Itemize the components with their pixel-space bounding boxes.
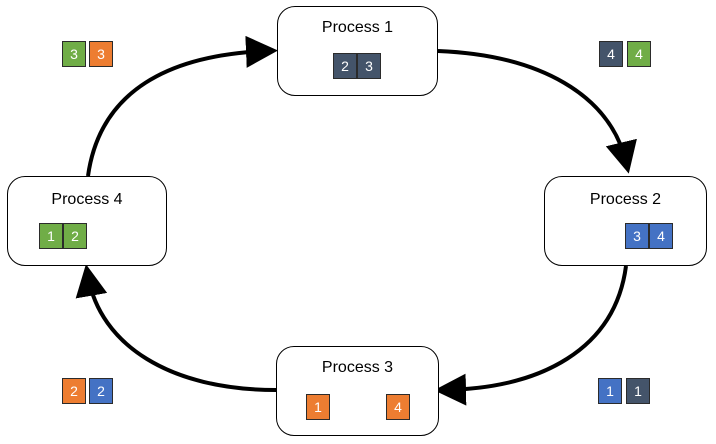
- arrow-process3-to-process4: [75, 264, 277, 392]
- message-top-left-cell-1: 3: [62, 41, 86, 67]
- message-bottom-left-cell-2: 2: [89, 378, 113, 404]
- process-3-cell-2: 4: [386, 394, 410, 420]
- process-4-box: Process 4 1 2: [7, 176, 167, 266]
- process-4-cell-2: 2: [63, 223, 87, 249]
- process-1-cell-2: 3: [357, 53, 381, 79]
- message-top-right-cell-2: 4: [627, 41, 651, 67]
- process-1-cell-1: 2: [333, 53, 357, 79]
- process-3-box: Process 3 1 4: [276, 346, 439, 436]
- process-3-cell-1: 1: [306, 394, 330, 420]
- process-1-label: Process 1: [321, 19, 394, 36]
- process-1-box: Process 1 2 3: [277, 6, 438, 96]
- process-4-cell-1: 1: [39, 223, 63, 249]
- message-top-right-cell-1: 4: [599, 41, 623, 67]
- process-2-box: Process 2 3 4: [544, 176, 707, 266]
- process-4-label: Process 4: [51, 191, 123, 208]
- message-bottom-left-cell-1: 2: [62, 378, 86, 404]
- process-2-label: Process 2: [589, 191, 662, 208]
- process-2-cell-2: 4: [649, 223, 673, 249]
- message-bottom-right-cell-1: 1: [598, 378, 622, 404]
- arrow-process1-to-process2: [437, 49, 637, 174]
- message-top-left-cell-2: 3: [89, 41, 113, 67]
- arrow-process2-to-process3: [434, 265, 628, 406]
- process-2-cell-1: 3: [625, 223, 649, 249]
- message-bottom-right-cell-2: 1: [626, 378, 650, 404]
- process-3-label: Process 3: [321, 359, 394, 376]
- arrow-process4-to-process1: [86, 35, 278, 177]
